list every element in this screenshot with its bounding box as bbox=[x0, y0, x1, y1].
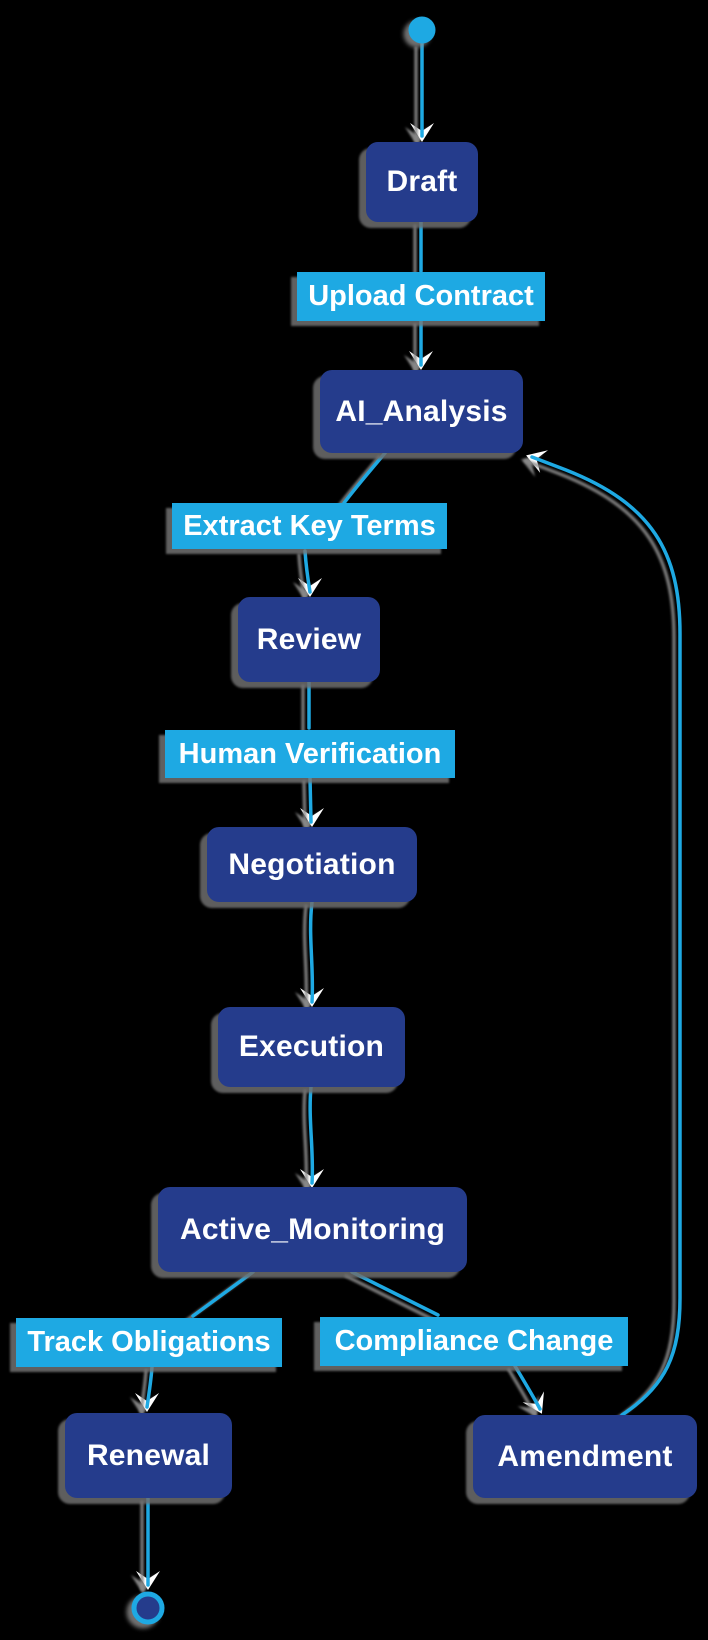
terminal-states-group bbox=[131, 16, 436, 1625]
edge-active-to-track-label bbox=[191, 1270, 255, 1318]
edge-extract-label-to-review bbox=[303, 549, 312, 594]
edge-label-human-verification: Human Verification bbox=[165, 730, 455, 778]
edge-label-compliance-change: Compliance Change bbox=[320, 1317, 628, 1366]
edge-label-upload-contract: Upload Contract bbox=[297, 272, 545, 321]
state-ai-analysis: AI_Analysis bbox=[320, 370, 523, 453]
edge-execution-to-active-monitoring bbox=[308, 1085, 315, 1185]
edge-label-extract-key-terms: Extract Key Terms bbox=[172, 503, 447, 549]
edge-ai-to-extract-label bbox=[342, 451, 387, 505]
state-review: Review bbox=[238, 597, 380, 682]
edge-compliance-label-to-amendment bbox=[513, 1364, 542, 1411]
edge-label-track-obligations: Track Obligations bbox=[16, 1318, 282, 1367]
state-execution: Execution bbox=[218, 1007, 405, 1087]
edge-amendment-loop-to-ai bbox=[530, 455, 682, 1417]
state-active-monitoring: Active_Monitoring bbox=[158, 1187, 467, 1272]
edge-negotiation-to-execution bbox=[308, 900, 315, 1004]
start-state-circle bbox=[408, 16, 436, 44]
state-draft: Draft bbox=[366, 142, 478, 222]
edge-active-to-compliance-label bbox=[350, 1270, 440, 1317]
state-negotiation: Negotiation bbox=[207, 827, 417, 902]
state-renewal: Renewal bbox=[65, 1413, 232, 1498]
transition-lines-group bbox=[145, 42, 682, 1587]
edge-human-label-to-negotiation bbox=[308, 776, 313, 824]
state-amendment: Amendment bbox=[473, 1415, 697, 1498]
edge-track-label-to-renewal bbox=[145, 1365, 154, 1409]
end-state-circle bbox=[131, 1591, 165, 1625]
